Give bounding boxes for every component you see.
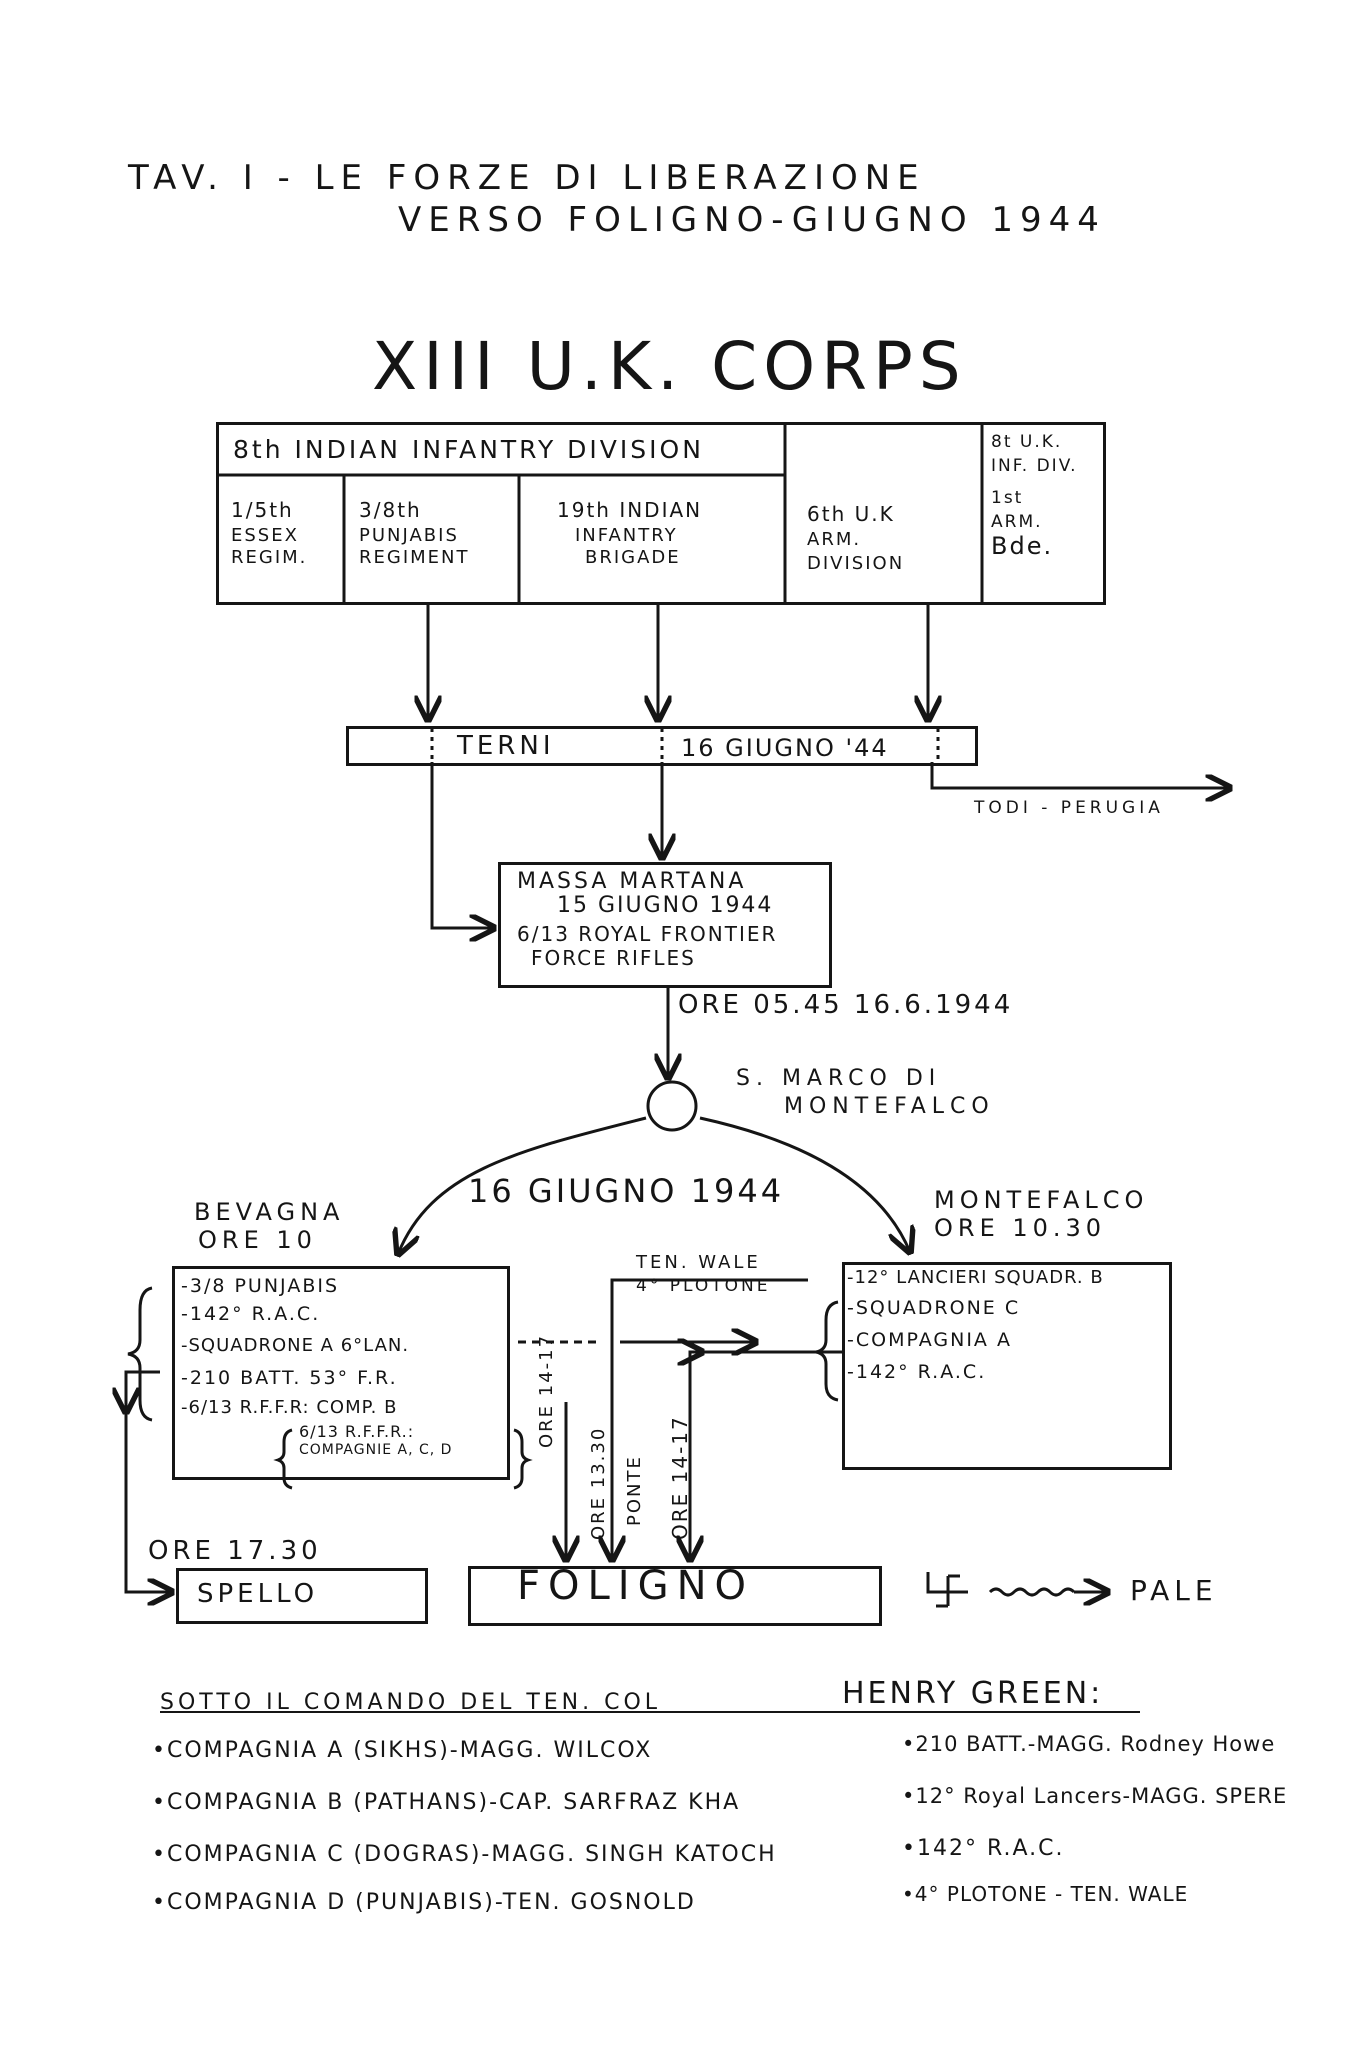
terni-label: TERNI <box>457 731 555 761</box>
unit-right-line2: INF. DIV. <box>991 456 1078 476</box>
bevagna-units-box: -3/8 PUNJABIS -142° R.A.C. -SQUADRONE A … <box>172 1266 510 1480</box>
foligno-box: FOLIGNO <box>468 1566 882 1626</box>
vertical-ponte: PONTE <box>624 1455 645 1526</box>
left-box-line6: 6/13 R.F.F.R.: <box>299 1422 415 1441</box>
montefalco-line1: MONTEFALCO <box>934 1186 1149 1214</box>
right-box-line2: -SQUADRONE C <box>847 1297 1021 1319</box>
ore-1730-label: ORE 17.30 <box>148 1536 322 1566</box>
massa-martana-box: MASSA MARTANA 15 GIUGNO 1944 6/13 ROYAL … <box>498 862 832 988</box>
pale-label: PALE <box>1130 1574 1218 1607</box>
unit-6uk-line2: ARM. <box>807 529 862 550</box>
legend-left-item-4: •COMPAGNIA D (PUNJABIS)-TEN. GOSNOLD <box>152 1890 696 1915</box>
ten-wale-line2: 4° PLOTONE <box>636 1276 771 1296</box>
corps-heading: XIII U.K. CORPS <box>372 328 967 405</box>
todi-perugia-label: TODI - PERUGIA <box>974 798 1164 818</box>
s-marco-line1: S. MARCO DI <box>736 1066 942 1091</box>
title-line-2: VERSO FOLIGNO-GIUGNO 1944 <box>398 200 1106 240</box>
unit-right-line5: Bde. <box>991 532 1054 560</box>
terni-date: 16 GIUGNO '44 <box>681 734 889 762</box>
right-box-line1: -12° LANCIERI SQUADR. B <box>847 1267 1104 1288</box>
right-box-line3: -COMPAGNIA A <box>847 1329 1012 1351</box>
unit-right-line1: 8t U.K. <box>991 432 1063 452</box>
spello-label: SPELLO <box>197 1579 319 1609</box>
bevagna-line1: BEVAGNA <box>194 1198 345 1226</box>
commander-name: HENRY GREEN: <box>842 1676 1104 1711</box>
unit-1-5-line1: 1/5th <box>231 498 294 522</box>
right-box-line4: -142° R.A.C. <box>847 1361 987 1383</box>
foligno-label: FOLIGNO <box>517 1563 754 1609</box>
unit-6uk-line1: 6th U.K <box>807 502 895 526</box>
vertical-ore-14-17-b: ORE 14-17 <box>668 1415 692 1540</box>
ore-0545-label: ORE 05.45 16.6.1944 <box>678 990 1014 1020</box>
unit-3-8-line2: PUNJABIS <box>359 525 459 546</box>
left-box-line3: -SQUADRONE A 6°LAN. <box>181 1335 410 1356</box>
unit-19-line3: BRIGADE <box>585 547 681 568</box>
legend-right-item-2: •12° Royal Lancers-MAGG. SPERE <box>902 1784 1288 1808</box>
montefalco-line2: ORE 10.30 <box>934 1214 1107 1242</box>
unit-right-line3: 1st <box>991 488 1024 508</box>
legend-left-item-3: •COMPAGNIA C (DOGRAS)-MAGG. SINGH KATOCH <box>152 1842 777 1867</box>
pale-symbol-icon <box>926 1572 968 1608</box>
xiii-corps-units-box: 8th INDIAN INFANTRY DIVISION 1/5th ESSEX… <box>216 422 1106 605</box>
bevagna-line2: ORE 10 <box>198 1226 317 1254</box>
left-box-line7: COMPAGNIE A, C, D <box>299 1442 453 1458</box>
vertical-ore-14-17-a: ORE 14-17 <box>536 1333 557 1448</box>
division-8-label: 8th INDIAN INFANTRY DIVISION <box>233 435 704 464</box>
unit-1-5-line2: ESSEX <box>231 525 299 546</box>
unit-right-line4: ARM. <box>991 512 1043 532</box>
unit-1-5-line3: REGIM. <box>231 547 308 568</box>
massa-martana-line4: FORCE RIFLES <box>531 946 696 970</box>
unit-19-line1: 19th INDIAN <box>557 498 703 522</box>
legend-left-item-1: •COMPAGNIA A (SIKHS)-MAGG. WILCOX <box>152 1738 653 1763</box>
legend-right-item-1: •210 BATT.-MAGG. Rodney Howe <box>902 1732 1276 1756</box>
unit-3-8-line1: 3/8th <box>359 498 422 522</box>
left-box-line5: -6/13 R.F.F.R: COMP. B <box>181 1397 398 1418</box>
legend-left-item-2: •COMPAGNIA B (PATHANS)-CAP. SARFRAZ KHA <box>152 1790 741 1815</box>
terni-bar: TERNI 16 GIUGNO '44 <box>346 726 978 766</box>
s-marco-line2: MONTEFALCO <box>784 1094 995 1119</box>
vertical-ore-13-30: ORE 13.30 <box>588 1426 609 1540</box>
massa-martana-line1: MASSA MARTANA <box>517 869 747 894</box>
legend-right-item-4: •4° PLOTONE - TEN. WALE <box>902 1882 1189 1906</box>
left-box-line1: -3/8 PUNJABIS <box>181 1275 340 1297</box>
command-heading: SOTTO IL COMANDO DEL TEN. COL <box>160 1690 662 1715</box>
montefalco-units-box: -12° LANCIERI SQUADR. B -SQUADRONE C -CO… <box>842 1262 1172 1470</box>
ten-wale-line1: TEN. WALE <box>636 1252 761 1273</box>
spello-box: SPELLO <box>176 1568 428 1624</box>
giugno-16-label: 16 GIUGNO 1944 <box>468 1172 785 1210</box>
massa-martana-line2: 15 GIUGNO 1944 <box>557 893 774 918</box>
title-line-1: TAV. I - LE FORZE DI LIBERAZIONE <box>128 158 926 198</box>
massa-martana-line3: 6/13 ROYAL FRONTIER <box>517 922 778 946</box>
legend-right-item-3: •142° R.A.C. <box>902 1836 1065 1861</box>
unit-6uk-line3: DIVISION <box>807 553 905 574</box>
unit-3-8-line3: REGIMENT <box>359 547 470 568</box>
left-box-line4: -210 BATT. 53° F.R. <box>181 1367 398 1389</box>
unit-19-line2: INFANTRY <box>575 525 678 546</box>
left-box-line2: -142° R.A.C. <box>181 1303 321 1325</box>
